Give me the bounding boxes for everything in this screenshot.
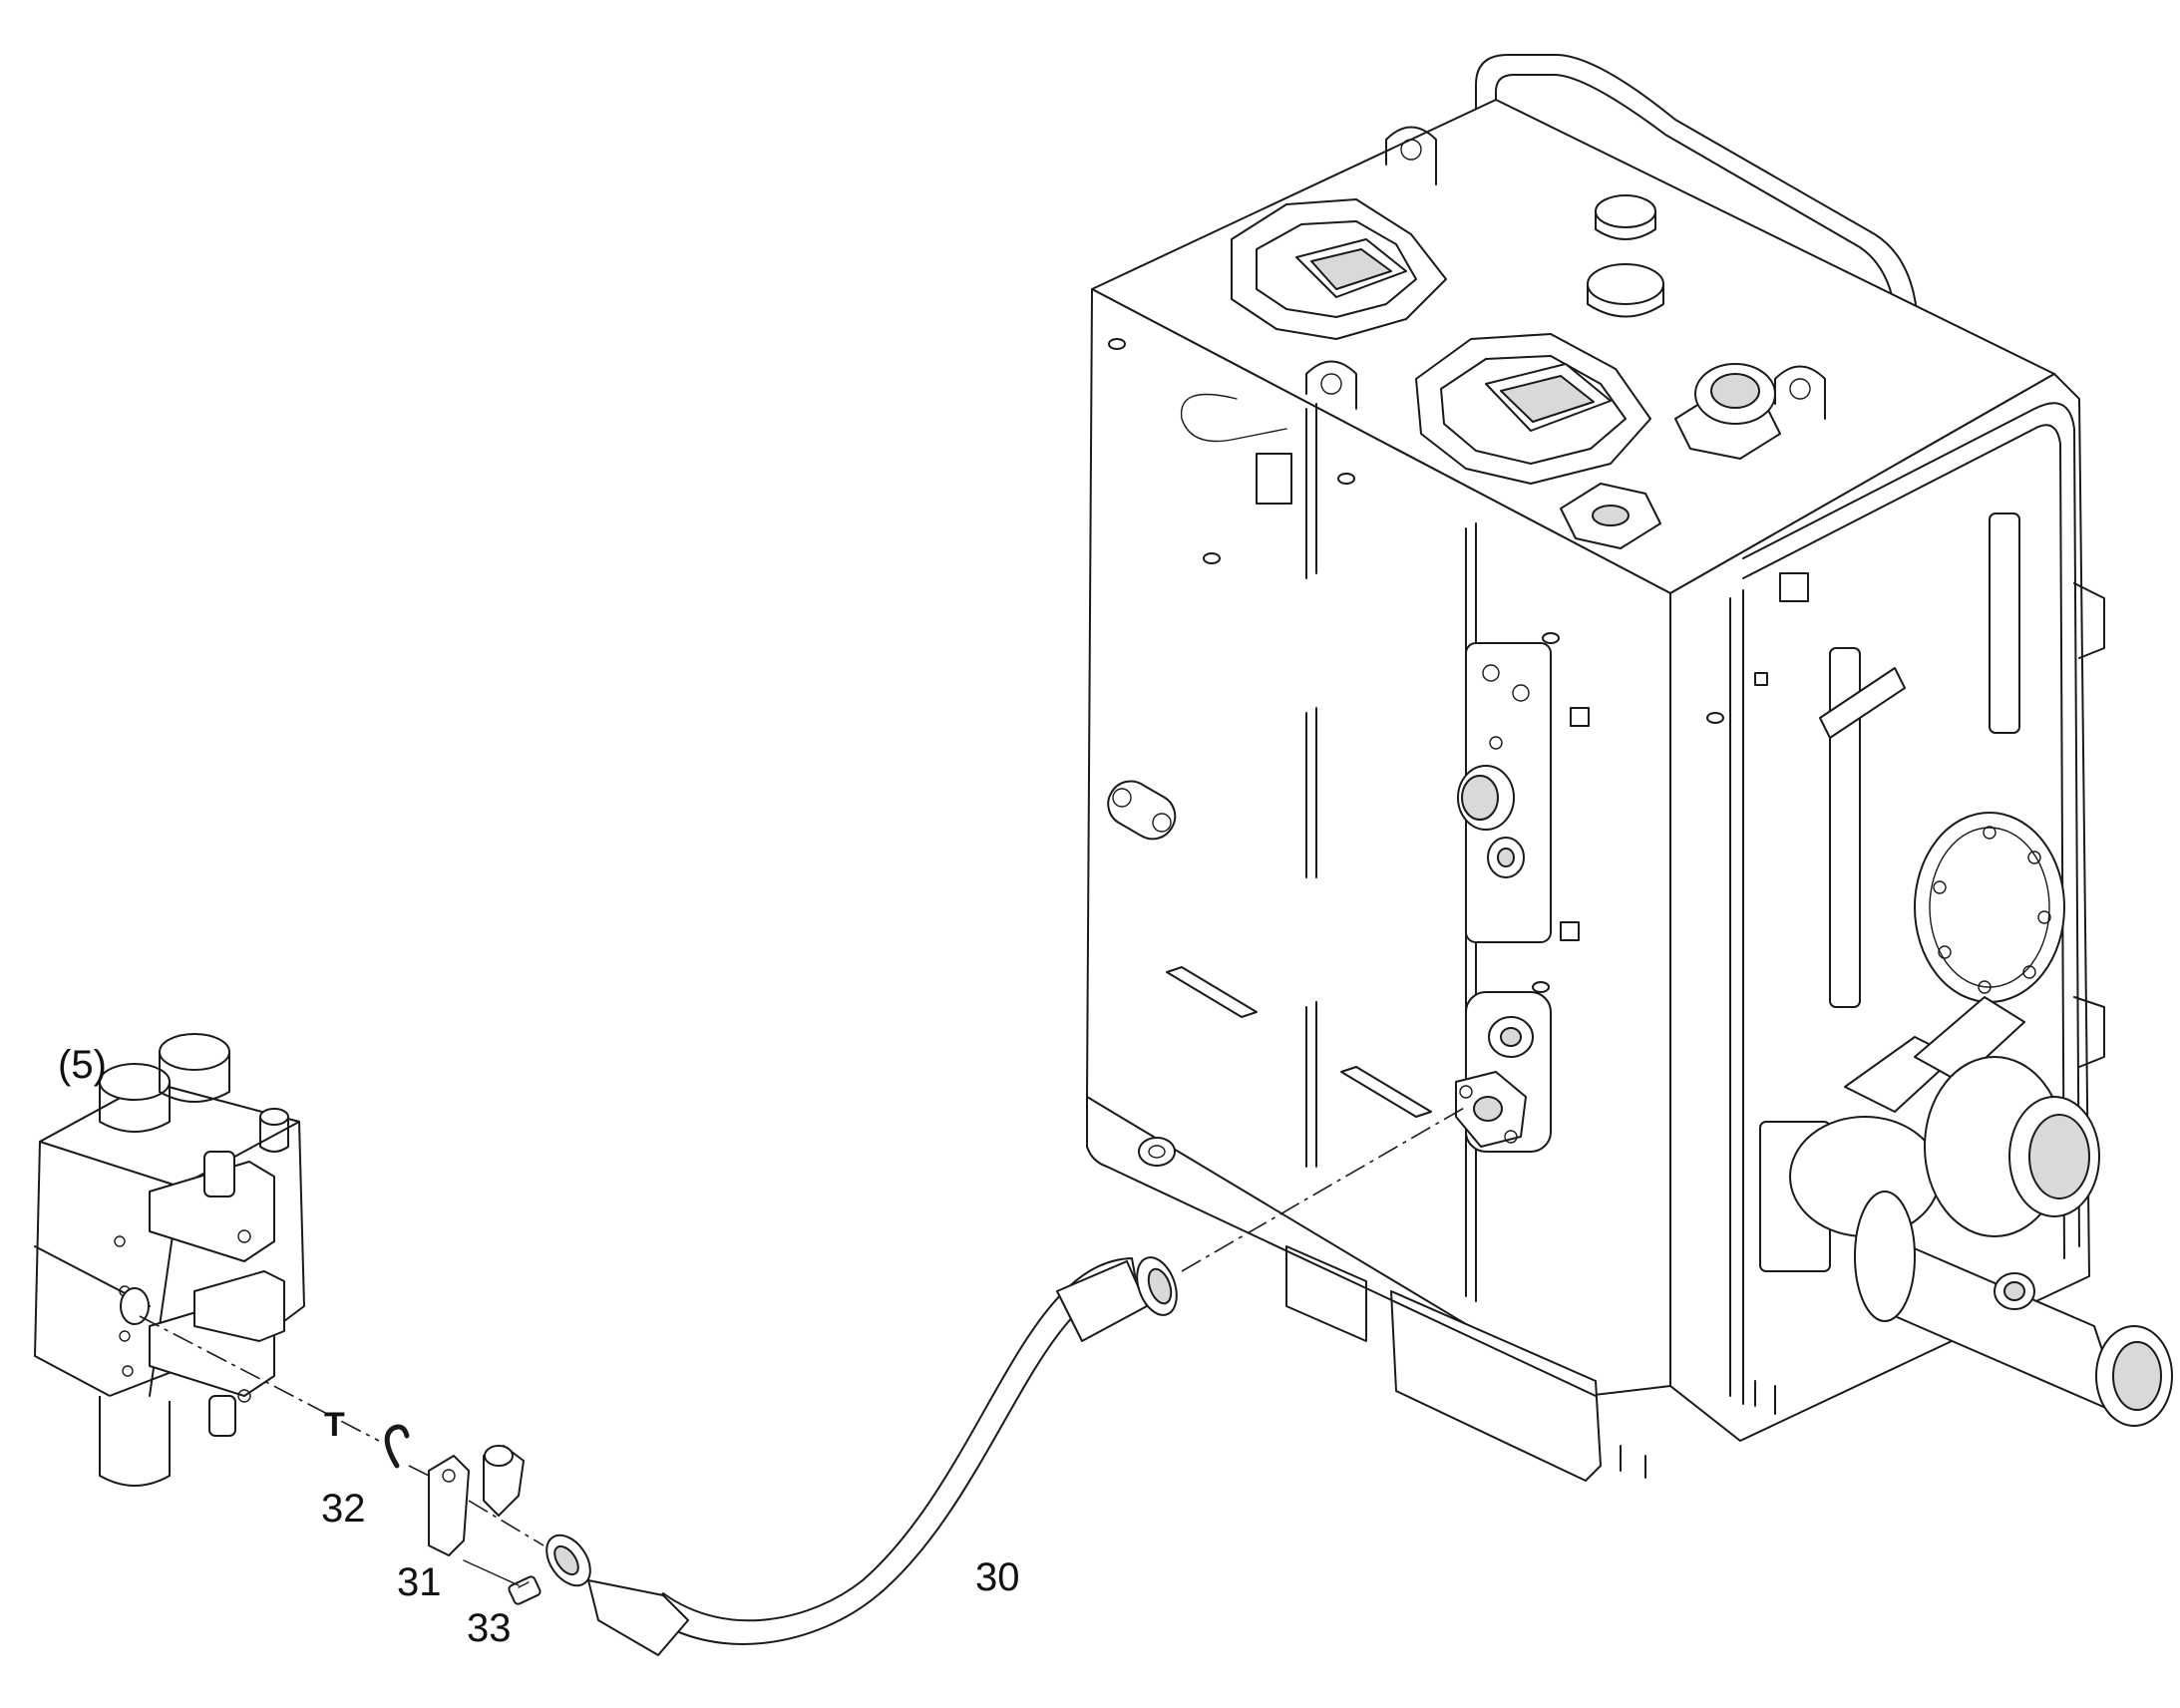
callout-33: 33 xyxy=(467,1606,512,1650)
callout-32: 32 xyxy=(321,1487,366,1531)
valve-block xyxy=(34,1033,305,1487)
filler-cover-front xyxy=(1415,333,1651,485)
port-flange xyxy=(1560,483,1661,549)
callout-31: 31 xyxy=(397,1560,442,1604)
assembly-ref-label: (5) xyxy=(58,1043,107,1087)
inspection-covers xyxy=(1107,780,1177,841)
hydraulic-tank xyxy=(1086,54,2173,1482)
suction-valve-assembly xyxy=(1759,996,2173,1427)
return-port xyxy=(1455,991,1552,1153)
hose xyxy=(545,1256,1178,1656)
studs xyxy=(1108,338,1724,993)
port-t-label: T xyxy=(324,1406,345,1444)
side-cover-round xyxy=(1914,812,2065,1003)
split-flange xyxy=(428,1445,525,1556)
level-fitting xyxy=(1674,363,1781,460)
tank-feet xyxy=(1086,1096,1776,1482)
callout-30: 30 xyxy=(975,1555,1020,1599)
o-ring xyxy=(384,1424,410,1469)
breather-cap xyxy=(1587,194,1664,318)
filler-cover-rear xyxy=(1231,198,1447,340)
lifting-eyes xyxy=(1305,126,1826,420)
front-plate xyxy=(1457,642,1590,943)
cap-screw xyxy=(508,1575,542,1605)
